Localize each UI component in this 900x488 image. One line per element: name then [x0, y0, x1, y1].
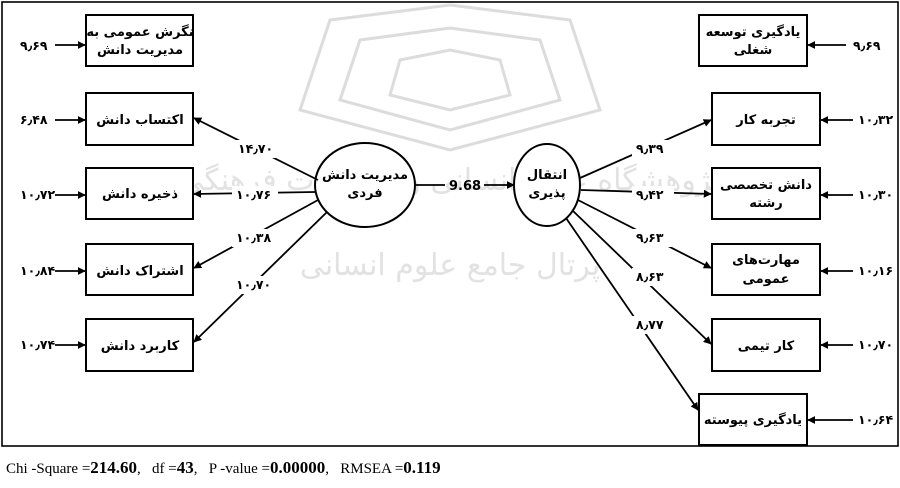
left-box-5 — [85, 318, 194, 372]
left-loading-bg-5 — [232, 276, 278, 294]
left-box-2-line1: اکتساب دانش — [96, 113, 183, 128]
left-error-4: ۱۰٫۸۴ — [20, 263, 56, 278]
left-box-1-line2: مدیریت دانش — [97, 43, 183, 58]
right-box-4-line2: عمومی — [743, 272, 790, 287]
fit-statistics: Chi -Square =214.60, df =43, P -value =0… — [6, 458, 441, 478]
chi-square-label: Chi -Square = — [6, 461, 91, 477]
right-loading-bg-3 — [632, 186, 674, 204]
left-box-3 — [85, 167, 194, 220]
df-value: 43 — [176, 458, 194, 477]
right-box-1-line1: یادگیری توسعه — [706, 24, 801, 40]
left-error-1: ۹٫۶۹ — [20, 38, 48, 53]
right-box-5 — [711, 318, 821, 372]
latent-right-ellipse — [513, 143, 581, 227]
right-loading-arrow-6 — [565, 217, 699, 411]
rmsea-value: 0.119 — [403, 458, 441, 477]
right-box-3-line2: رشته — [749, 196, 782, 211]
left-loading-bg-4 — [232, 229, 278, 247]
right-loading-bg-2 — [632, 140, 674, 158]
p-value: 0.00000 — [269, 458, 326, 477]
left-error-3: ۱۰٫۷۲ — [20, 187, 56, 202]
watermark-line2: پرتال جامع علوم انسانی — [300, 248, 600, 283]
left-box-1 — [85, 14, 194, 67]
p-value-label: P -value = — [208, 461, 270, 477]
left-box-5-line1: کاربرد دانش — [101, 339, 180, 354]
left-loading-bg-3 — [232, 186, 278, 204]
right-box-1 — [698, 14, 808, 67]
left-loading-bg-2 — [232, 140, 276, 158]
fit-separator-1: , — [137, 461, 141, 477]
left-error-2: ۶٫۴۸ — [20, 112, 48, 127]
left-loading-2: ۱۴٫۷۰ — [238, 141, 273, 156]
left-box-3-line1: ذخیره دانش — [102, 187, 178, 202]
chi-square-value: 214.60 — [90, 458, 138, 477]
left-loading-4: ۱۰٫۳۸ — [236, 230, 272, 245]
right-error-2: ۱۰٫۳۲ — [858, 112, 894, 127]
right-error-5: ۱۰٫۷۰ — [858, 337, 893, 352]
right-box-4 — [711, 243, 821, 296]
right-box-6-line1: یادگیری پیوسته — [704, 412, 802, 428]
right-error-4: ۱۰٫۱۶ — [858, 263, 893, 278]
right-box-4-line1: مهارت‌های — [732, 253, 800, 268]
right-error-1: ۹٫۶۹ — [853, 38, 881, 53]
right-box-2-line1: تجربه کار — [735, 113, 796, 128]
right-box-5-line1: کار تیمی — [738, 339, 795, 354]
right-loading-4: ۹٫۶۳ — [636, 230, 664, 245]
watermark-emblem — [298, 3, 602, 152]
right-loading-bg-5 — [632, 268, 674, 286]
latent-left-line2: فردی — [347, 186, 382, 201]
fit-separator-3: , — [325, 461, 329, 477]
structural-coefficient: 9.68 — [449, 179, 481, 194]
left-loading-5: ۱۰٫۷۰ — [236, 277, 271, 292]
latent-right-line1: انتقال — [527, 168, 567, 183]
latent-right-line2: پذیری — [528, 186, 565, 201]
left-box-2 — [85, 92, 194, 146]
right-box-1-line2: شغلی — [734, 43, 773, 58]
right-loading-bg-4 — [632, 229, 674, 247]
left-box-4-line1: اشتراک دانش — [96, 264, 183, 279]
right-error-3: ۱۰٫۳۰ — [858, 187, 893, 202]
latent-left-line1: مدیریت دانش — [322, 168, 408, 183]
right-loading-2: ۹٫۳۹ — [636, 141, 664, 156]
right-box-6 — [698, 393, 808, 446]
right-loading-3: ۹٫۴۲ — [636, 187, 664, 202]
left-box-4 — [85, 243, 194, 296]
right-box-3 — [711, 167, 821, 220]
rmsea-label: RMSEA = — [340, 461, 404, 477]
fit-separator-2: , — [193, 461, 198, 477]
right-box-3-line1: دانش تخصصی — [720, 178, 812, 193]
diagram-frame — [1, 1, 899, 447]
right-error-6: ۱۰٫۶۴ — [858, 412, 894, 427]
right-loading-6: ۸٫۷۷ — [636, 317, 664, 332]
left-box-1-line1: نگرش عمومی به — [86, 24, 193, 40]
left-error-5: ۱۰٫۷۴ — [20, 337, 56, 352]
right-loading-bg-6 — [632, 316, 674, 334]
right-loading-5: ۸٫۶۳ — [636, 269, 664, 284]
left-loading-3: ۱۰٫۷۶ — [236, 187, 271, 202]
right-box-2 — [711, 92, 821, 146]
latent-left-ellipse — [314, 142, 416, 228]
df-label: df = — [152, 461, 177, 477]
